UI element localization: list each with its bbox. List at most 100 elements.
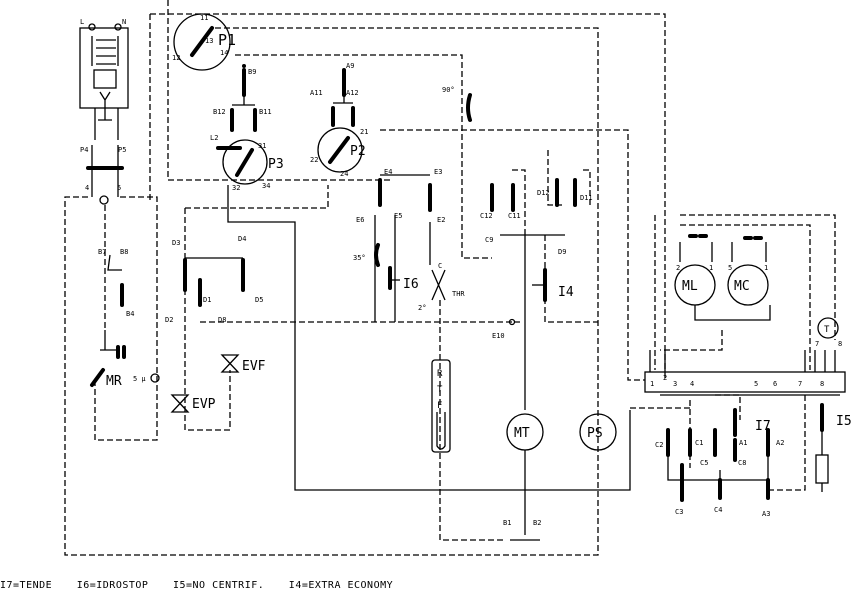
mr-loop-wire xyxy=(94,196,158,441)
terminal-block xyxy=(644,371,846,393)
contact-e2-label: E2 xyxy=(437,216,445,224)
temp-sensor-t xyxy=(817,317,839,339)
p3-label: P3 xyxy=(268,157,284,172)
contact-e5-label: E5 xyxy=(394,212,402,220)
p1-label: P1 xyxy=(218,31,236,49)
temp-2-label: 2° xyxy=(418,304,426,312)
motor-ml xyxy=(674,264,716,306)
contact-b7 xyxy=(107,254,122,271)
evp-label: EVP xyxy=(192,397,216,412)
top-wire-outer xyxy=(150,13,666,380)
thr-c-label: C xyxy=(438,262,442,270)
b9-node xyxy=(242,64,246,68)
p2-term-24: 24 xyxy=(340,170,348,178)
contact-d8-label: D8 xyxy=(218,316,226,324)
thermo-90-contact xyxy=(466,93,472,122)
motor-mc xyxy=(727,264,769,306)
contact-b1-label: B1 xyxy=(503,519,511,527)
contact-c1-label: C1 xyxy=(695,439,703,447)
e-legs xyxy=(374,215,431,322)
contact-e10-label: E10 xyxy=(492,332,505,340)
contact-b8-label: B8 xyxy=(120,248,128,256)
p2-term-22: 22 xyxy=(310,156,318,164)
contact-e10 xyxy=(508,318,516,326)
ml-mid-wire xyxy=(680,224,811,370)
i6-label: I6 xyxy=(403,277,419,292)
p1-term-12: 12 xyxy=(172,54,180,62)
mc-label: MC xyxy=(734,279,750,294)
legend-i5: I5=NO CENTRIF. xyxy=(172,580,265,591)
contact-d12-label: D12 xyxy=(537,189,550,197)
d12-wire xyxy=(547,150,565,206)
i7-label: I7 xyxy=(755,419,771,434)
contact-b4-label: B4 xyxy=(126,310,134,318)
i4-wire xyxy=(544,235,598,323)
t-term-8: 8 xyxy=(838,340,842,348)
p3-l2-label: L2 xyxy=(210,134,218,142)
p3-term-34: 34 xyxy=(262,182,270,190)
i4-label: I4 xyxy=(558,285,574,300)
heater-rtf xyxy=(431,359,451,453)
p2-wiper xyxy=(328,136,350,164)
p1-term-11: 11 xyxy=(200,14,208,22)
contact-d2-label: D2 xyxy=(165,316,173,324)
a3-wire xyxy=(770,395,806,491)
contact-a11-label: A11 xyxy=(310,89,323,97)
mc-term-right: 1 xyxy=(764,264,768,272)
motor-return-wire xyxy=(660,330,723,351)
contact-b9-label: B9 xyxy=(248,68,256,76)
evf-label: EVF xyxy=(242,359,266,374)
ml-term-left: 2 xyxy=(676,264,680,272)
contact-a3-label: A3 xyxy=(762,510,770,518)
terminal-leads xyxy=(649,350,836,372)
contact-p4-label: P4 xyxy=(80,146,88,154)
contact-d5-label: D5 xyxy=(255,296,263,304)
i7-wire xyxy=(715,394,741,420)
p1-term-14: 14 xyxy=(220,49,228,57)
mains-plug xyxy=(79,23,129,140)
contact-d3-label: D3 xyxy=(172,239,180,247)
pump-ps xyxy=(579,413,617,451)
p2-label: P2 xyxy=(350,144,366,159)
mt-return-wire xyxy=(227,185,631,491)
mains-n-label: N xyxy=(122,18,126,26)
contact-p5-label: P5 xyxy=(118,146,126,154)
a-split xyxy=(333,95,353,104)
rtf-f-label: F xyxy=(437,401,442,411)
wiring-schematic: L N P4 P5 4 5 P1 11 12 13 14 B9 B12 B11 … xyxy=(64,0,852,556)
contact-c12-label: C12 xyxy=(480,212,493,220)
contact-5-label: 5 xyxy=(117,184,121,192)
t-term-7: 7 xyxy=(815,340,819,348)
tb-term-5: 5 xyxy=(754,380,758,388)
contact-e4-label: E4 xyxy=(384,168,392,176)
mt-label: MT xyxy=(514,426,530,441)
contact-c2-label: C2 xyxy=(655,441,663,449)
valve-evp xyxy=(170,394,190,413)
thermo-35-contact xyxy=(374,243,380,267)
contact-c5-label: C5 xyxy=(700,459,708,467)
contact-b12-label: B12 xyxy=(213,108,226,116)
p1-term-13: 13 xyxy=(205,37,213,45)
p3-term-31: 31 xyxy=(258,142,266,150)
valve-evf xyxy=(220,354,240,373)
legend: I7=TENDE I6=IDROSTOP I5=NO CENTRIF. I4=E… xyxy=(0,580,411,591)
p2-right-wire xyxy=(380,129,645,381)
d11-wire xyxy=(583,169,591,205)
contact-e3-label: E3 xyxy=(434,168,442,176)
mc-term-left: 5 xyxy=(728,264,732,272)
contact-c3-label: C3 xyxy=(675,508,683,516)
contact-a9-label: A9 xyxy=(346,62,354,70)
motor-mt xyxy=(506,413,544,451)
programmer-p2 xyxy=(317,127,363,173)
ps-label: PS xyxy=(587,426,603,441)
i5-label: I5 xyxy=(836,414,852,429)
contact-c11-label: C11 xyxy=(508,212,521,220)
rtf-t-label: T xyxy=(437,385,443,395)
ml-top-wire xyxy=(680,214,836,340)
contact-c8-label: C8 xyxy=(738,459,746,467)
tb-term-7: 7 xyxy=(798,380,802,388)
thermostat-thr xyxy=(431,269,446,301)
tb-term-8: 8 xyxy=(820,380,824,388)
p3-wiper xyxy=(235,148,254,177)
